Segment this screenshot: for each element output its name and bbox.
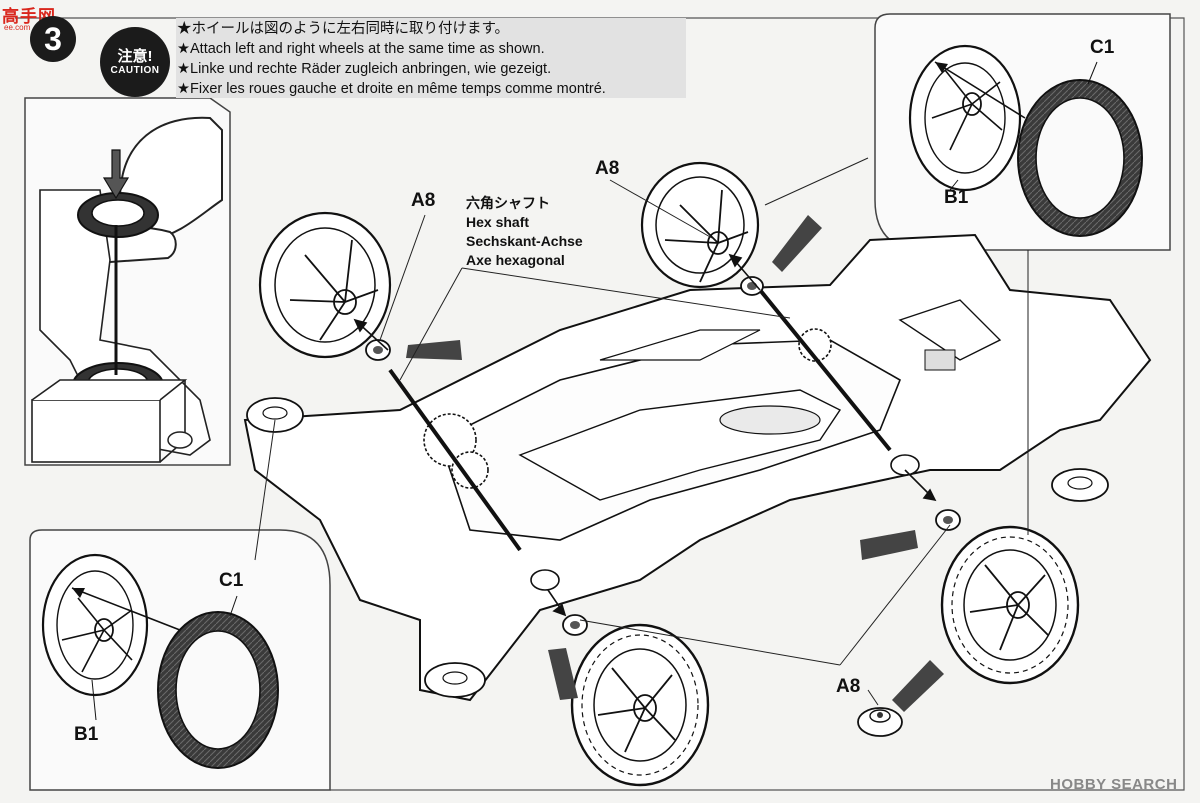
instruction-de: ★Linke und rechte Räder zugleich anbring… — [177, 61, 552, 77]
instruction-bar — [176, 18, 686, 98]
assembly-arrows — [353, 253, 937, 617]
label-a8-left: A8 — [411, 190, 436, 211]
label-c1-top: C1 — [1090, 37, 1115, 58]
hex-shaft-jp: 六角シャフト — [466, 195, 550, 211]
caution-en: CAUTION — [110, 64, 160, 76]
instruction-fr: ★Fixer les roues gauche et droite en mêm… — [177, 81, 606, 97]
hand-inset — [24, 97, 231, 466]
hex-shaft-fr: Axe hexagonal — [466, 252, 565, 268]
wheel-front-right — [548, 614, 710, 787]
caution-jp: 注意! — [117, 47, 153, 65]
wheel-tire-inset-bottom — [29, 529, 331, 791]
wheel-tire-inset-top — [874, 13, 1171, 251]
label-c1-bottom: C1 — [219, 570, 244, 591]
instruction-en: ★Attach left and right wheels at the sam… — [177, 41, 545, 57]
instruction-jp: ★ホイールは図のように左右同時に取り付けます。 — [177, 21, 510, 37]
label-b1-bottom: B1 — [74, 724, 99, 745]
hex-shaft-en: Hex shaft — [466, 214, 530, 230]
chassis — [243, 233, 1152, 702]
wheel-rear-left — [640, 161, 822, 296]
watermark-hobby-search: HOBBY SEARCH — [1050, 776, 1178, 793]
step-number-badge: 3 — [30, 16, 76, 62]
label-b1-top: B1 — [944, 187, 969, 208]
label-a8-bottom: A8 — [836, 676, 861, 697]
leader-lines — [254, 157, 1029, 706]
a8-part-loose — [857, 660, 944, 737]
hex-shaft-de: Sechskant-Achse — [466, 233, 583, 249]
wheel-front-left — [258, 211, 462, 361]
watermark-url-left: ee.com — [4, 23, 31, 32]
wheel-rear-right — [860, 509, 1080, 685]
label-a8-top: A8 — [595, 158, 620, 179]
caution-badge: 注意! CAUTION — [100, 27, 170, 97]
